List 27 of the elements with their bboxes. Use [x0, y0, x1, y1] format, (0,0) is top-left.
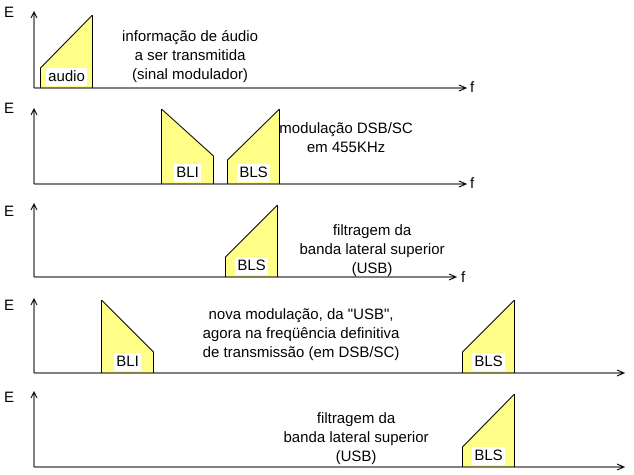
axis-label: E — [4, 389, 14, 407]
sideband-shape — [40, 15, 93, 88]
sideband-shape — [462, 300, 515, 373]
description-text: informação de áudio a ser transmitida (sinal modulador) — [122, 27, 258, 84]
band-label: BLI — [174, 164, 201, 182]
band-label: BLI — [114, 353, 141, 371]
axis-label: f — [461, 269, 466, 287]
sideband-shape — [161, 109, 214, 184]
axis-label: E — [4, 4, 14, 22]
axis-label: E — [4, 100, 14, 118]
description-text: nova modulação, da "USB", agora na freqüência definitiva de transmissão (em DSB/SC) — [202, 305, 400, 362]
description-text: filtragem da banda lateral superior (USB) — [299, 221, 445, 278]
sideband-shape — [225, 205, 278, 277]
sideband-shape — [227, 109, 280, 184]
band-label: BLS — [237, 164, 270, 182]
band-label: BLS — [472, 447, 505, 465]
axis-label: E — [4, 203, 14, 221]
sideband-shape — [462, 394, 515, 467]
axis-label: f — [470, 175, 474, 193]
band-label: audio — [46, 68, 87, 86]
axis-label: f — [470, 79, 474, 97]
sideband-shape — [101, 300, 154, 373]
band-label: BLS — [472, 353, 505, 371]
axis-label: E — [4, 297, 14, 315]
description-text: filtragem da banda lateral superior (USB) — [283, 409, 429, 466]
band-label: BLS — [235, 257, 268, 275]
description-text: modulação DSB/SC em 455KHz — [279, 119, 413, 157]
